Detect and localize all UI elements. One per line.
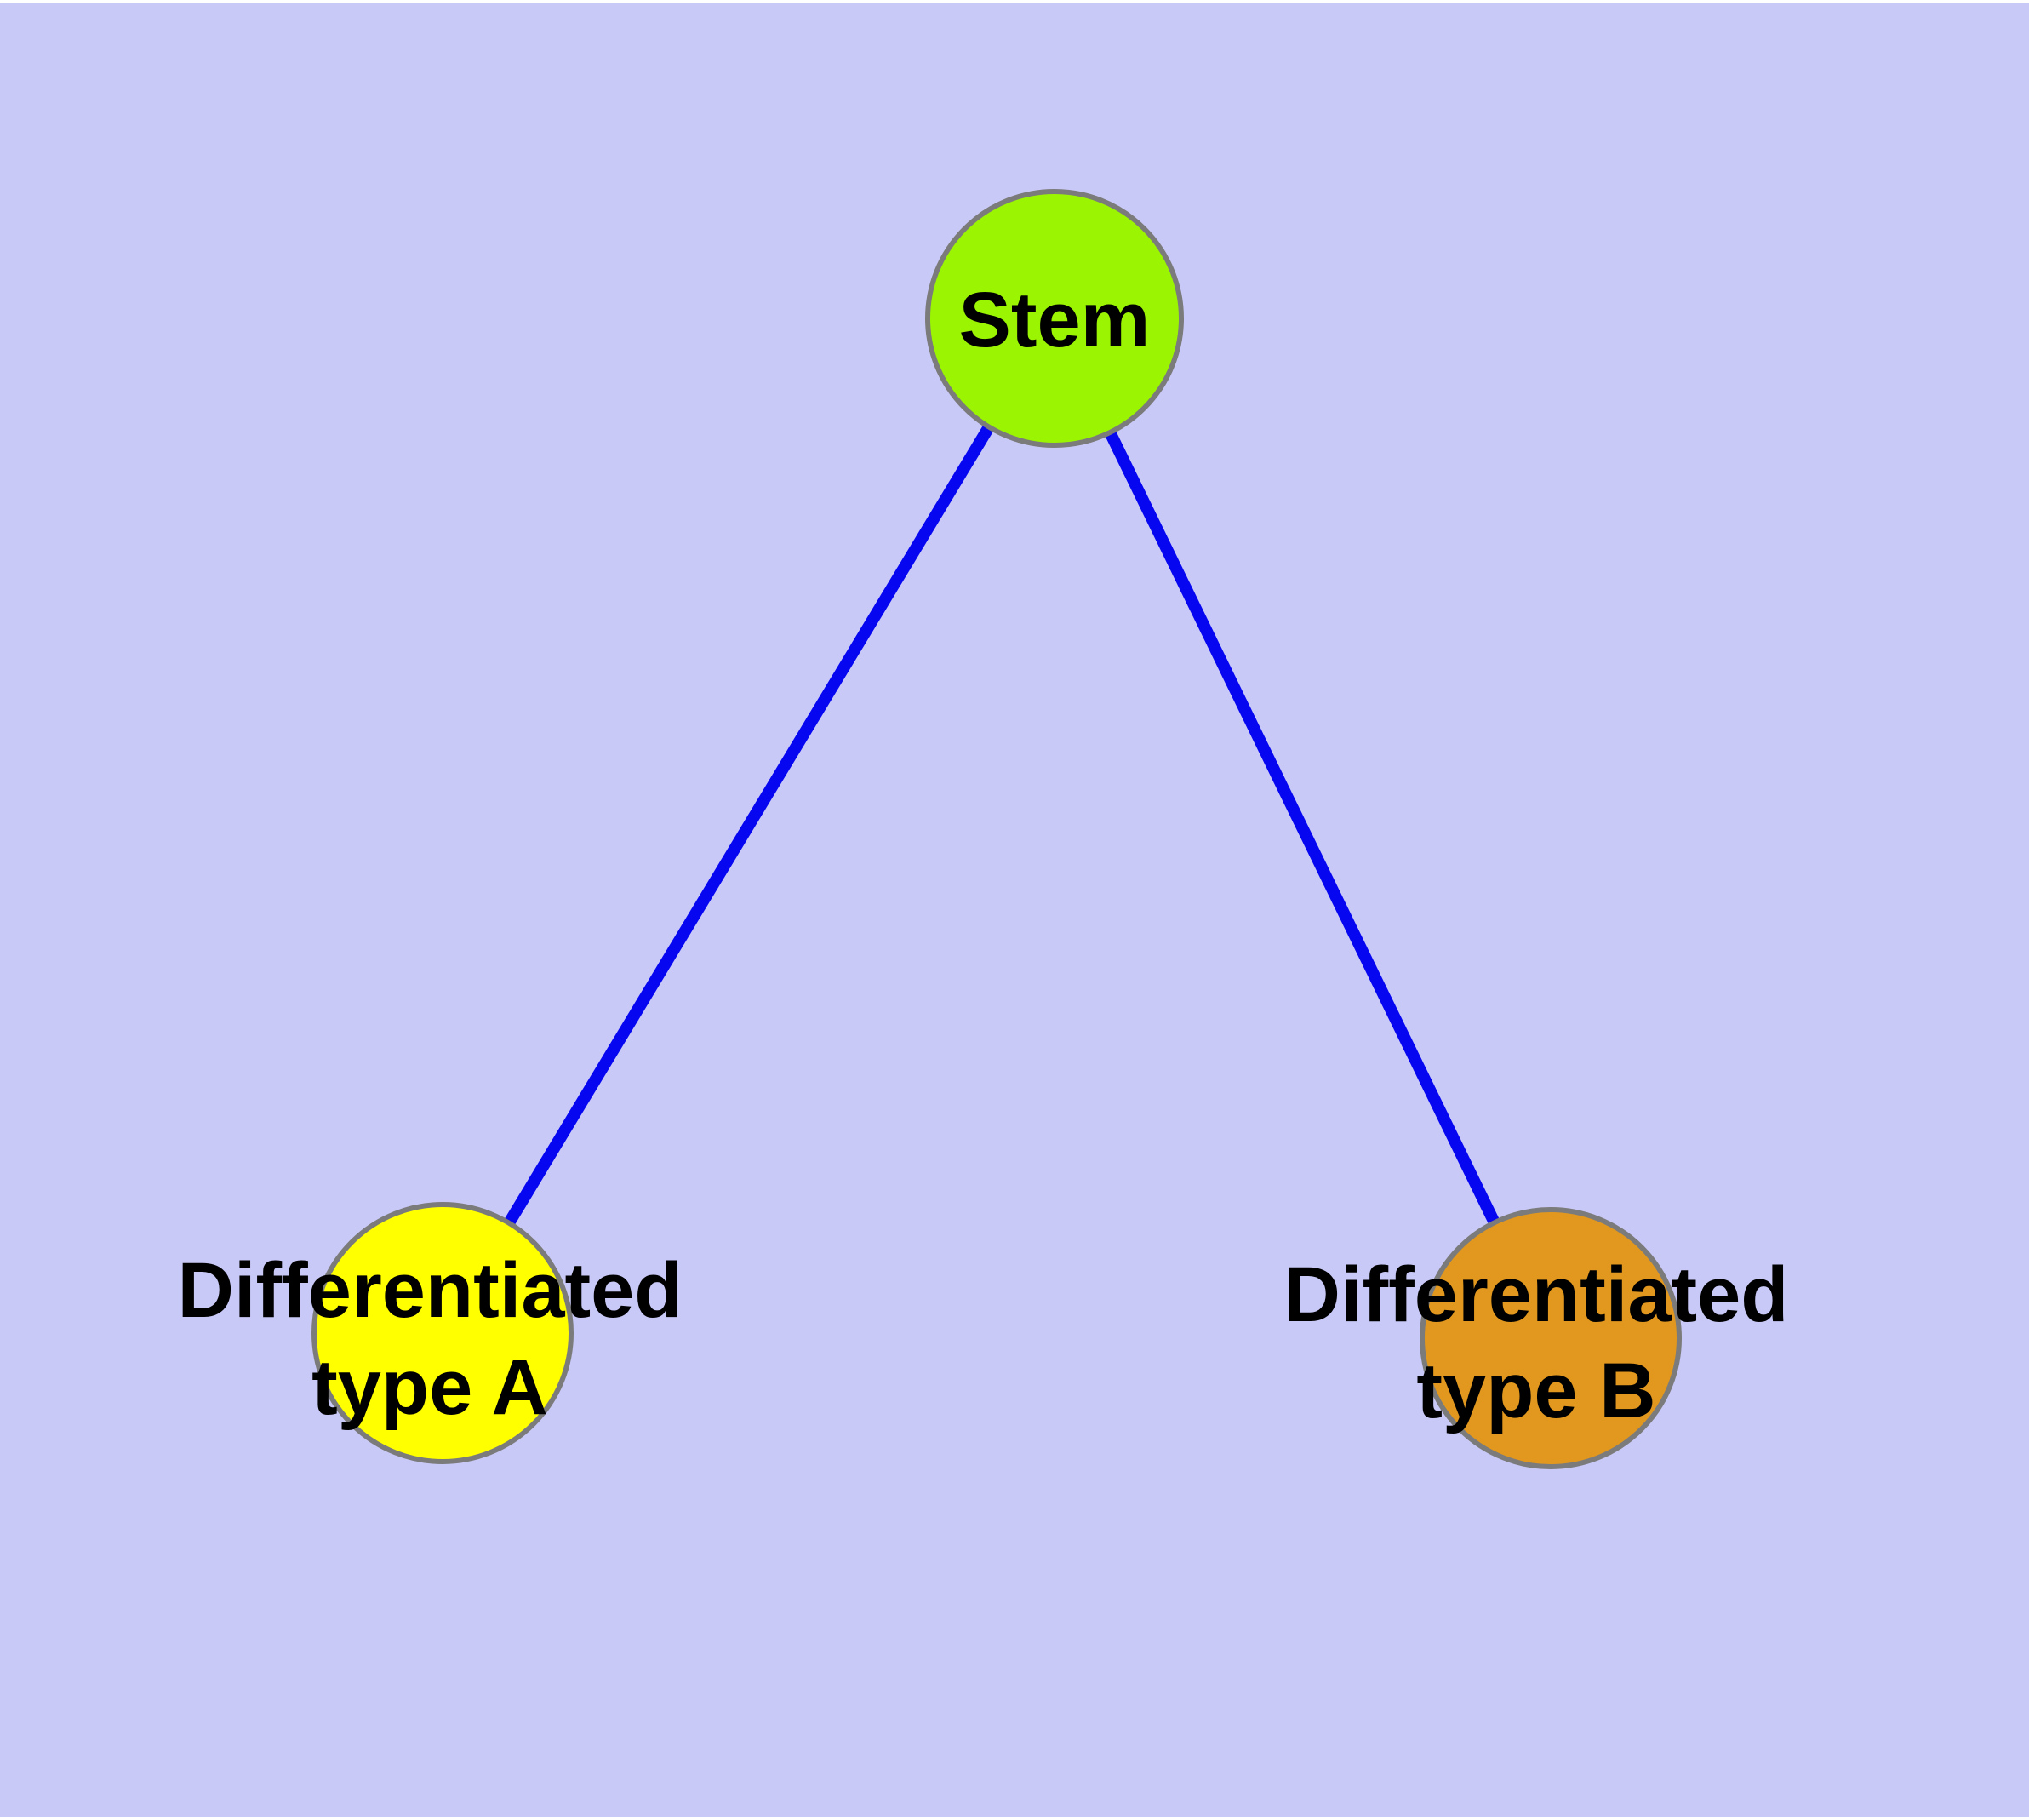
node-type-a-label-line2: type A bbox=[311, 1344, 548, 1431]
node-type-a-label-line1: Differentiated bbox=[178, 1247, 683, 1334]
edge-stem-to-type-b bbox=[1049, 315, 1557, 1342]
node-stem-circle bbox=[925, 189, 1184, 448]
node-stem-label: Stem bbox=[959, 277, 1151, 363]
node-type-b-label-line2: type B bbox=[1416, 1348, 1655, 1434]
node-type-a-circle bbox=[311, 1202, 574, 1464]
edge-stem-to-type-a bbox=[437, 315, 1060, 1336]
node-type-b-label-line1: Differentiated bbox=[1284, 1251, 1789, 1338]
node-type-b-circle bbox=[1420, 1207, 1682, 1469]
